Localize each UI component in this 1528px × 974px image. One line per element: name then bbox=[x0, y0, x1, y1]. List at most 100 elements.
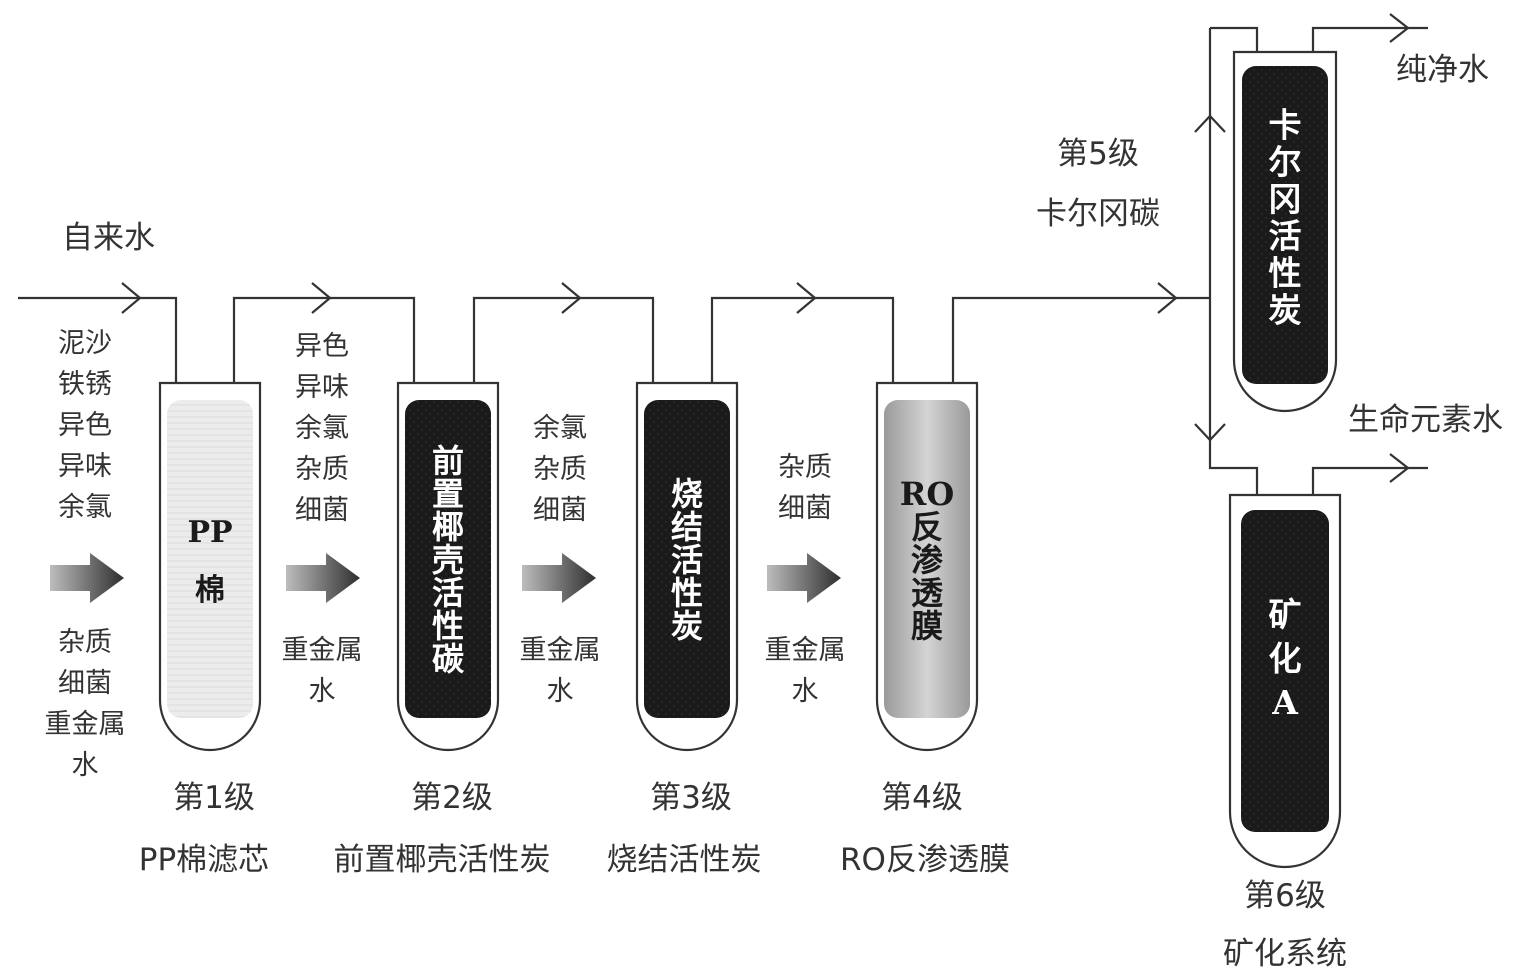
passing-substance: 杂质 bbox=[58, 627, 112, 658]
pure-water-outlet bbox=[1311, 26, 1428, 52]
stage-name: 前置椰壳活性炭 bbox=[334, 842, 551, 878]
chevron-right-icon bbox=[561, 282, 582, 314]
chevron-up-icon bbox=[1194, 114, 1226, 133]
pipe-to-stage5 bbox=[1210, 26, 1259, 52]
cartridge-label-char: 卡 bbox=[1269, 106, 1302, 145]
chevron-right-icon bbox=[1157, 282, 1178, 314]
cartridge-label-char: 壳 bbox=[432, 541, 464, 579]
stage5-level: 第5级 bbox=[1057, 136, 1139, 172]
passing-substance: 重金属 bbox=[45, 709, 126, 740]
cartridge-label-char: A bbox=[1271, 683, 1298, 722]
filter-cartridge bbox=[167, 400, 253, 718]
inlet-pipe bbox=[18, 296, 178, 383]
removed-contaminant: 余氯 bbox=[58, 492, 112, 523]
cartridge-label-char: 活 bbox=[671, 541, 703, 579]
chevron-right-icon bbox=[1389, 13, 1410, 43]
cartridge-label: 矿化A bbox=[1269, 595, 1302, 722]
filter-cartridge bbox=[1242, 66, 1328, 384]
cartridge-label-char: 反 bbox=[911, 508, 943, 546]
mineral-water-outlet bbox=[1311, 466, 1428, 495]
cartridge-label-char: 炭 bbox=[671, 607, 703, 645]
pipe-lines bbox=[18, 26, 1428, 495]
pipe-stage1-2 bbox=[232, 296, 416, 383]
chevron-right-icon bbox=[796, 282, 817, 314]
removed-contaminant: 异味 bbox=[295, 372, 349, 403]
passing-substance: 水 bbox=[309, 676, 336, 707]
stage6-filter: 矿化A bbox=[1228, 493, 1342, 869]
removed-contaminant: 余氯 bbox=[295, 413, 349, 444]
mineral-water-label: 生命元素水 bbox=[1348, 402, 1503, 438]
stage-level: 第4级 bbox=[881, 780, 963, 816]
removed-contaminant: 细菌 bbox=[295, 495, 349, 526]
removed-contaminant: 杂质 bbox=[778, 452, 832, 483]
cartridge-label-char: RO bbox=[900, 475, 954, 513]
chevron-down-icon bbox=[1194, 423, 1226, 442]
cartridge-label-char: 性 bbox=[671, 574, 703, 612]
removed-contaminant: 异色 bbox=[295, 331, 349, 362]
stage-level: 第2级 bbox=[411, 780, 493, 816]
cartridge-label-char: 炭 bbox=[1269, 291, 1302, 330]
cartridge-label-char: 椰 bbox=[432, 508, 464, 546]
removed-contaminant: 细菌 bbox=[778, 493, 832, 524]
cartridge-label-char: 矿 bbox=[1269, 595, 1302, 634]
chevron-right-icon bbox=[311, 282, 332, 314]
passing-substance: 重金属 bbox=[282, 635, 363, 666]
pure-water-label: 纯净水 bbox=[1396, 52, 1489, 88]
cartridge-label-char: 透 bbox=[911, 574, 943, 612]
passing-substance: 水 bbox=[547, 676, 574, 707]
cartridge-label-char: 尔 bbox=[1269, 143, 1302, 182]
cartridge-label-char: 活 bbox=[432, 574, 464, 612]
removed-contaminant: 杂质 bbox=[295, 454, 349, 485]
stage-name: 烧结活性炭 bbox=[607, 842, 762, 878]
removed-contaminant: 异色 bbox=[58, 410, 112, 441]
removed-contaminant: 杂质 bbox=[533, 454, 587, 485]
stage6-level: 第6级 bbox=[1244, 878, 1326, 914]
filter-cartridge bbox=[1241, 510, 1329, 832]
passing-substance: 重金属 bbox=[765, 635, 846, 666]
pipe-stage2-3 bbox=[472, 296, 655, 383]
removed-contaminant: 余氯 bbox=[533, 413, 587, 444]
cartridge-label-char: 性 bbox=[432, 607, 464, 645]
cartridge-label-char: 碳 bbox=[432, 640, 465, 678]
branch-riser bbox=[1208, 28, 1259, 495]
cartridge-label-char: 化 bbox=[1269, 639, 1302, 678]
cartridge-label-char: 活 bbox=[1269, 217, 1302, 256]
filter-cartridge bbox=[644, 400, 730, 718]
cartridge-label-char: 前 bbox=[432, 442, 464, 480]
block-arrow-right-icon bbox=[522, 553, 596, 603]
stage-level: 第3级 bbox=[650, 780, 732, 816]
cartridge-label-char: PP bbox=[187, 515, 232, 550]
passing-substance: 细菌 bbox=[58, 668, 112, 699]
cartridge-label: 烧结活性炭 bbox=[671, 475, 703, 645]
removed-contaminant: 泥沙 bbox=[58, 328, 112, 359]
filter-cartridge bbox=[884, 400, 970, 718]
cartridge-label: RO反渗透膜 bbox=[900, 475, 954, 645]
block-arrow-right-icon bbox=[286, 553, 360, 603]
stage-level: 第1级 bbox=[173, 780, 255, 816]
cartridge-label-char: 冈 bbox=[1269, 180, 1302, 219]
pipe-stage4-out bbox=[951, 296, 1210, 383]
cartridge-label-char: 棉 bbox=[195, 573, 225, 608]
passing-substance: 水 bbox=[792, 676, 819, 707]
cartridge-label: PP 棉 bbox=[187, 515, 232, 608]
block-arrow-right-icon bbox=[767, 553, 841, 603]
stage6-name: 矿化系统 bbox=[1223, 936, 1347, 972]
cartridge-label-char: 置 bbox=[432, 475, 464, 513]
pipe-stage3-4 bbox=[710, 296, 895, 383]
cartridge-label-char: 渗 bbox=[911, 541, 944, 579]
cartridge-label-char: 膜 bbox=[911, 607, 943, 645]
chevron-right-icon bbox=[121, 282, 142, 314]
removed-contaminant: 异味 bbox=[58, 451, 112, 482]
filter-cartridge bbox=[405, 400, 491, 718]
passing-substance: 水 bbox=[72, 750, 99, 781]
removed-contaminant: 铁锈 bbox=[58, 369, 112, 400]
cartridge-label-char: 烧 bbox=[671, 475, 703, 513]
block-arrow-right-icon bbox=[50, 553, 124, 603]
stage-name: PP棉滤芯 bbox=[139, 842, 269, 878]
